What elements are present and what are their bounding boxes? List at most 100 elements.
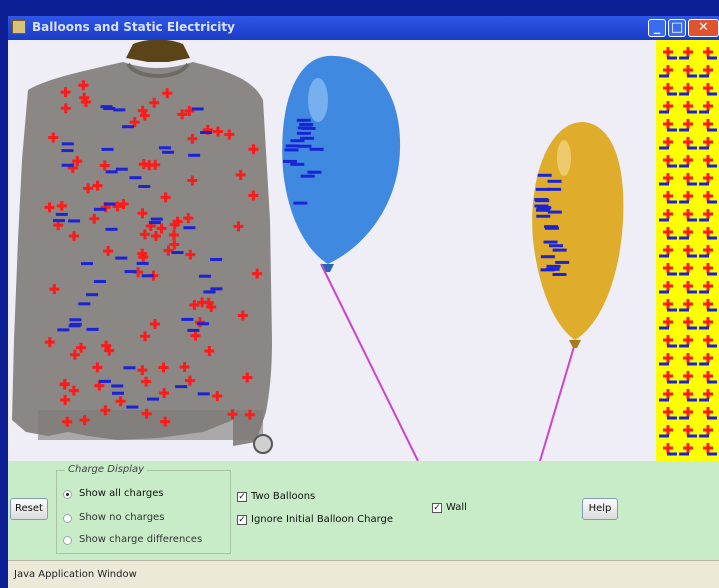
positive-charge — [79, 415, 90, 426]
negative-charge — [171, 251, 184, 255]
positive-charge — [663, 281, 673, 291]
positive-charge — [703, 425, 713, 435]
negative-charge — [283, 159, 298, 163]
negative-charge — [687, 434, 697, 438]
blue-balloon-string — [320, 263, 419, 461]
negative-charge — [296, 131, 311, 135]
negative-charge — [659, 362, 669, 366]
positive-charge — [184, 375, 195, 386]
blue-balloon[interactable] — [282, 55, 401, 272]
negative-charge — [124, 270, 137, 274]
negative-charge — [687, 218, 697, 222]
positive-charge — [184, 106, 195, 117]
positive-charge — [115, 396, 126, 407]
positive-charge — [683, 65, 693, 75]
negative-charge — [78, 302, 91, 306]
negative-charge — [197, 392, 210, 396]
positive-charge — [663, 245, 673, 255]
positive-charge — [683, 227, 693, 237]
negative-charge — [544, 225, 559, 229]
negative-charge — [667, 128, 677, 132]
positive-charge — [197, 297, 208, 308]
negative-charge — [707, 200, 717, 204]
positive-charge — [663, 227, 673, 237]
positive-charge — [187, 175, 198, 186]
negative-charge — [297, 144, 312, 148]
negative-charge — [659, 254, 669, 258]
negative-charge — [301, 126, 316, 130]
positive-charge — [703, 65, 713, 75]
positive-charge — [162, 88, 173, 99]
positive-charge — [703, 443, 713, 453]
positive-charge — [150, 230, 161, 241]
negative-charge — [55, 212, 68, 216]
negative-charge — [52, 219, 65, 223]
negative-charge — [536, 214, 551, 218]
app-window: Balloons and Static Electricity _ □ ✕ — [8, 16, 719, 588]
negative-charge — [113, 108, 126, 112]
negative-charge — [115, 167, 128, 171]
negative-charge — [667, 272, 677, 276]
sweater-charges — [44, 80, 263, 427]
positive-charge — [139, 229, 150, 240]
positive-charge — [187, 133, 198, 144]
close-button[interactable]: ✕ — [688, 19, 719, 37]
positive-charge — [112, 201, 123, 212]
minimize-button[interactable]: _ — [648, 19, 666, 37]
positive-charge — [83, 183, 94, 194]
positive-charge — [663, 65, 673, 75]
positive-charge — [118, 199, 129, 210]
yellow-balloon[interactable] — [532, 122, 624, 348]
negative-charge — [679, 200, 689, 204]
positive-charge — [235, 169, 246, 180]
positive-charge — [663, 443, 673, 453]
positive-charge — [703, 299, 713, 309]
negative-charge — [667, 344, 677, 348]
status-text: Java Application Window — [14, 569, 137, 580]
positive-charge — [227, 409, 238, 420]
positive-charge — [683, 263, 693, 273]
negative-charge — [679, 272, 689, 276]
negative-charge — [187, 328, 200, 332]
negative-charge — [68, 219, 81, 223]
positive-charge — [137, 248, 148, 259]
positive-charge — [703, 227, 713, 237]
status-bar: Java Application Window — [8, 560, 719, 588]
reset-button[interactable]: Reset — [10, 498, 48, 520]
yellow-balloon-charges — [534, 173, 570, 276]
negative-charge — [540, 255, 555, 259]
positive-charge — [204, 346, 215, 357]
positive-charge — [168, 229, 179, 240]
negative-charge — [210, 257, 223, 261]
positive-charge — [160, 416, 171, 427]
positive-charge — [60, 394, 71, 405]
radio-selected-icon — [63, 490, 72, 499]
positive-charge — [141, 376, 152, 387]
positive-charge — [76, 342, 87, 353]
positive-charge — [79, 92, 90, 103]
sweater[interactable] — [12, 40, 273, 454]
maximize-button[interactable]: □ — [668, 19, 686, 37]
positive-charge — [663, 317, 673, 327]
negative-charge — [93, 207, 106, 211]
positive-charge — [149, 318, 160, 329]
positive-charge — [179, 362, 190, 373]
negative-charge — [667, 200, 677, 204]
positive-charge — [683, 209, 693, 219]
negative-charge — [699, 254, 709, 258]
negative-charge — [290, 139, 305, 143]
negative-charge — [687, 362, 697, 366]
negative-charge — [552, 272, 567, 276]
negative-charge — [86, 293, 99, 297]
negative-charge — [699, 110, 709, 114]
negative-charge — [546, 264, 561, 268]
negative-charge — [197, 322, 210, 326]
help-button[interactable]: Help — [582, 498, 618, 520]
title-bar[interactable]: Balloons and Static Electricity _ □ ✕ — [8, 16, 719, 40]
checkbox-checked-icon: ✓ — [237, 492, 247, 502]
positive-charge — [683, 101, 693, 111]
negative-charge — [707, 380, 717, 384]
negative-charge — [667, 56, 677, 60]
positive-charge — [212, 126, 223, 137]
negative-charge — [699, 182, 709, 186]
